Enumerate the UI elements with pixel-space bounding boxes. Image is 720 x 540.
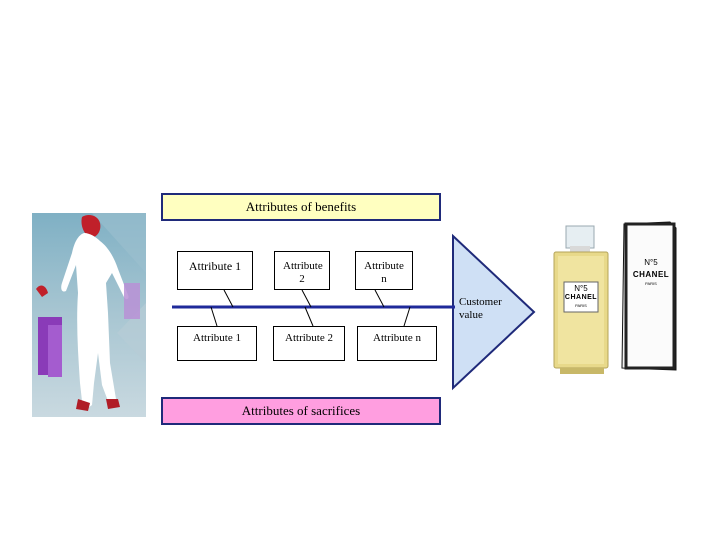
sacrifice-connector-1 bbox=[210, 306, 218, 327]
shopper-illustration-icon bbox=[32, 213, 146, 417]
sacrifice-attribute-label: Attribute n bbox=[373, 332, 421, 344]
customer-value-label: Customer value bbox=[459, 296, 502, 321]
box-brand-label: CHANEL bbox=[632, 270, 670, 279]
sacrifices-banner: Attributes of sacrifices bbox=[161, 397, 441, 425]
benefits-banner: Attributes of benefits bbox=[161, 193, 441, 221]
perfume-photo-icon bbox=[553, 221, 677, 374]
sacrifice-attribute-box-2: Attribute 2 bbox=[273, 326, 345, 361]
bottle-brand-label: CHANEL bbox=[564, 294, 598, 301]
benefit-attribute-box-n: Attribute n bbox=[355, 251, 413, 290]
sacrifice-connector-2 bbox=[304, 306, 314, 327]
benefits-banner-label: Attributes of benefits bbox=[245, 199, 357, 214]
benefit-connector-1 bbox=[223, 289, 234, 308]
bottle-city-label: PARIS bbox=[575, 303, 587, 308]
benefit-attribute-label: Attribute n bbox=[364, 260, 404, 285]
benefit-connector-n bbox=[374, 289, 385, 308]
benefit-attribute-box-1: Attribute 1 bbox=[177, 251, 253, 290]
benefit-connector-2 bbox=[301, 289, 312, 308]
sacrifice-attribute-label: Attribute 2 bbox=[285, 332, 333, 344]
benefit-attribute-label: Attribute 2 bbox=[283, 260, 323, 285]
customer-value-arrow bbox=[452, 233, 536, 391]
sacrifices-banner-label: Attributes of sacrifices bbox=[241, 403, 361, 418]
sacrifice-attribute-label: Attribute 1 bbox=[193, 332, 241, 344]
sacrifice-attribute-box-n: Attribute n bbox=[357, 326, 437, 361]
sacrifice-attribute-box-1: Attribute 1 bbox=[177, 326, 257, 361]
perfume-image: N°5 CHANEL PARIS N°5 CHANEL PARIS bbox=[550, 218, 678, 378]
box-number-label: N°5 bbox=[644, 258, 658, 267]
benefit-attribute-box-2: Attribute 2 bbox=[274, 251, 330, 290]
benefit-attribute-label: Attribute 1 bbox=[188, 259, 242, 273]
bottle-number-label: N°5 bbox=[574, 284, 588, 293]
box-city-label: PARIS bbox=[645, 281, 657, 286]
sacrifice-connector-n bbox=[403, 306, 411, 327]
